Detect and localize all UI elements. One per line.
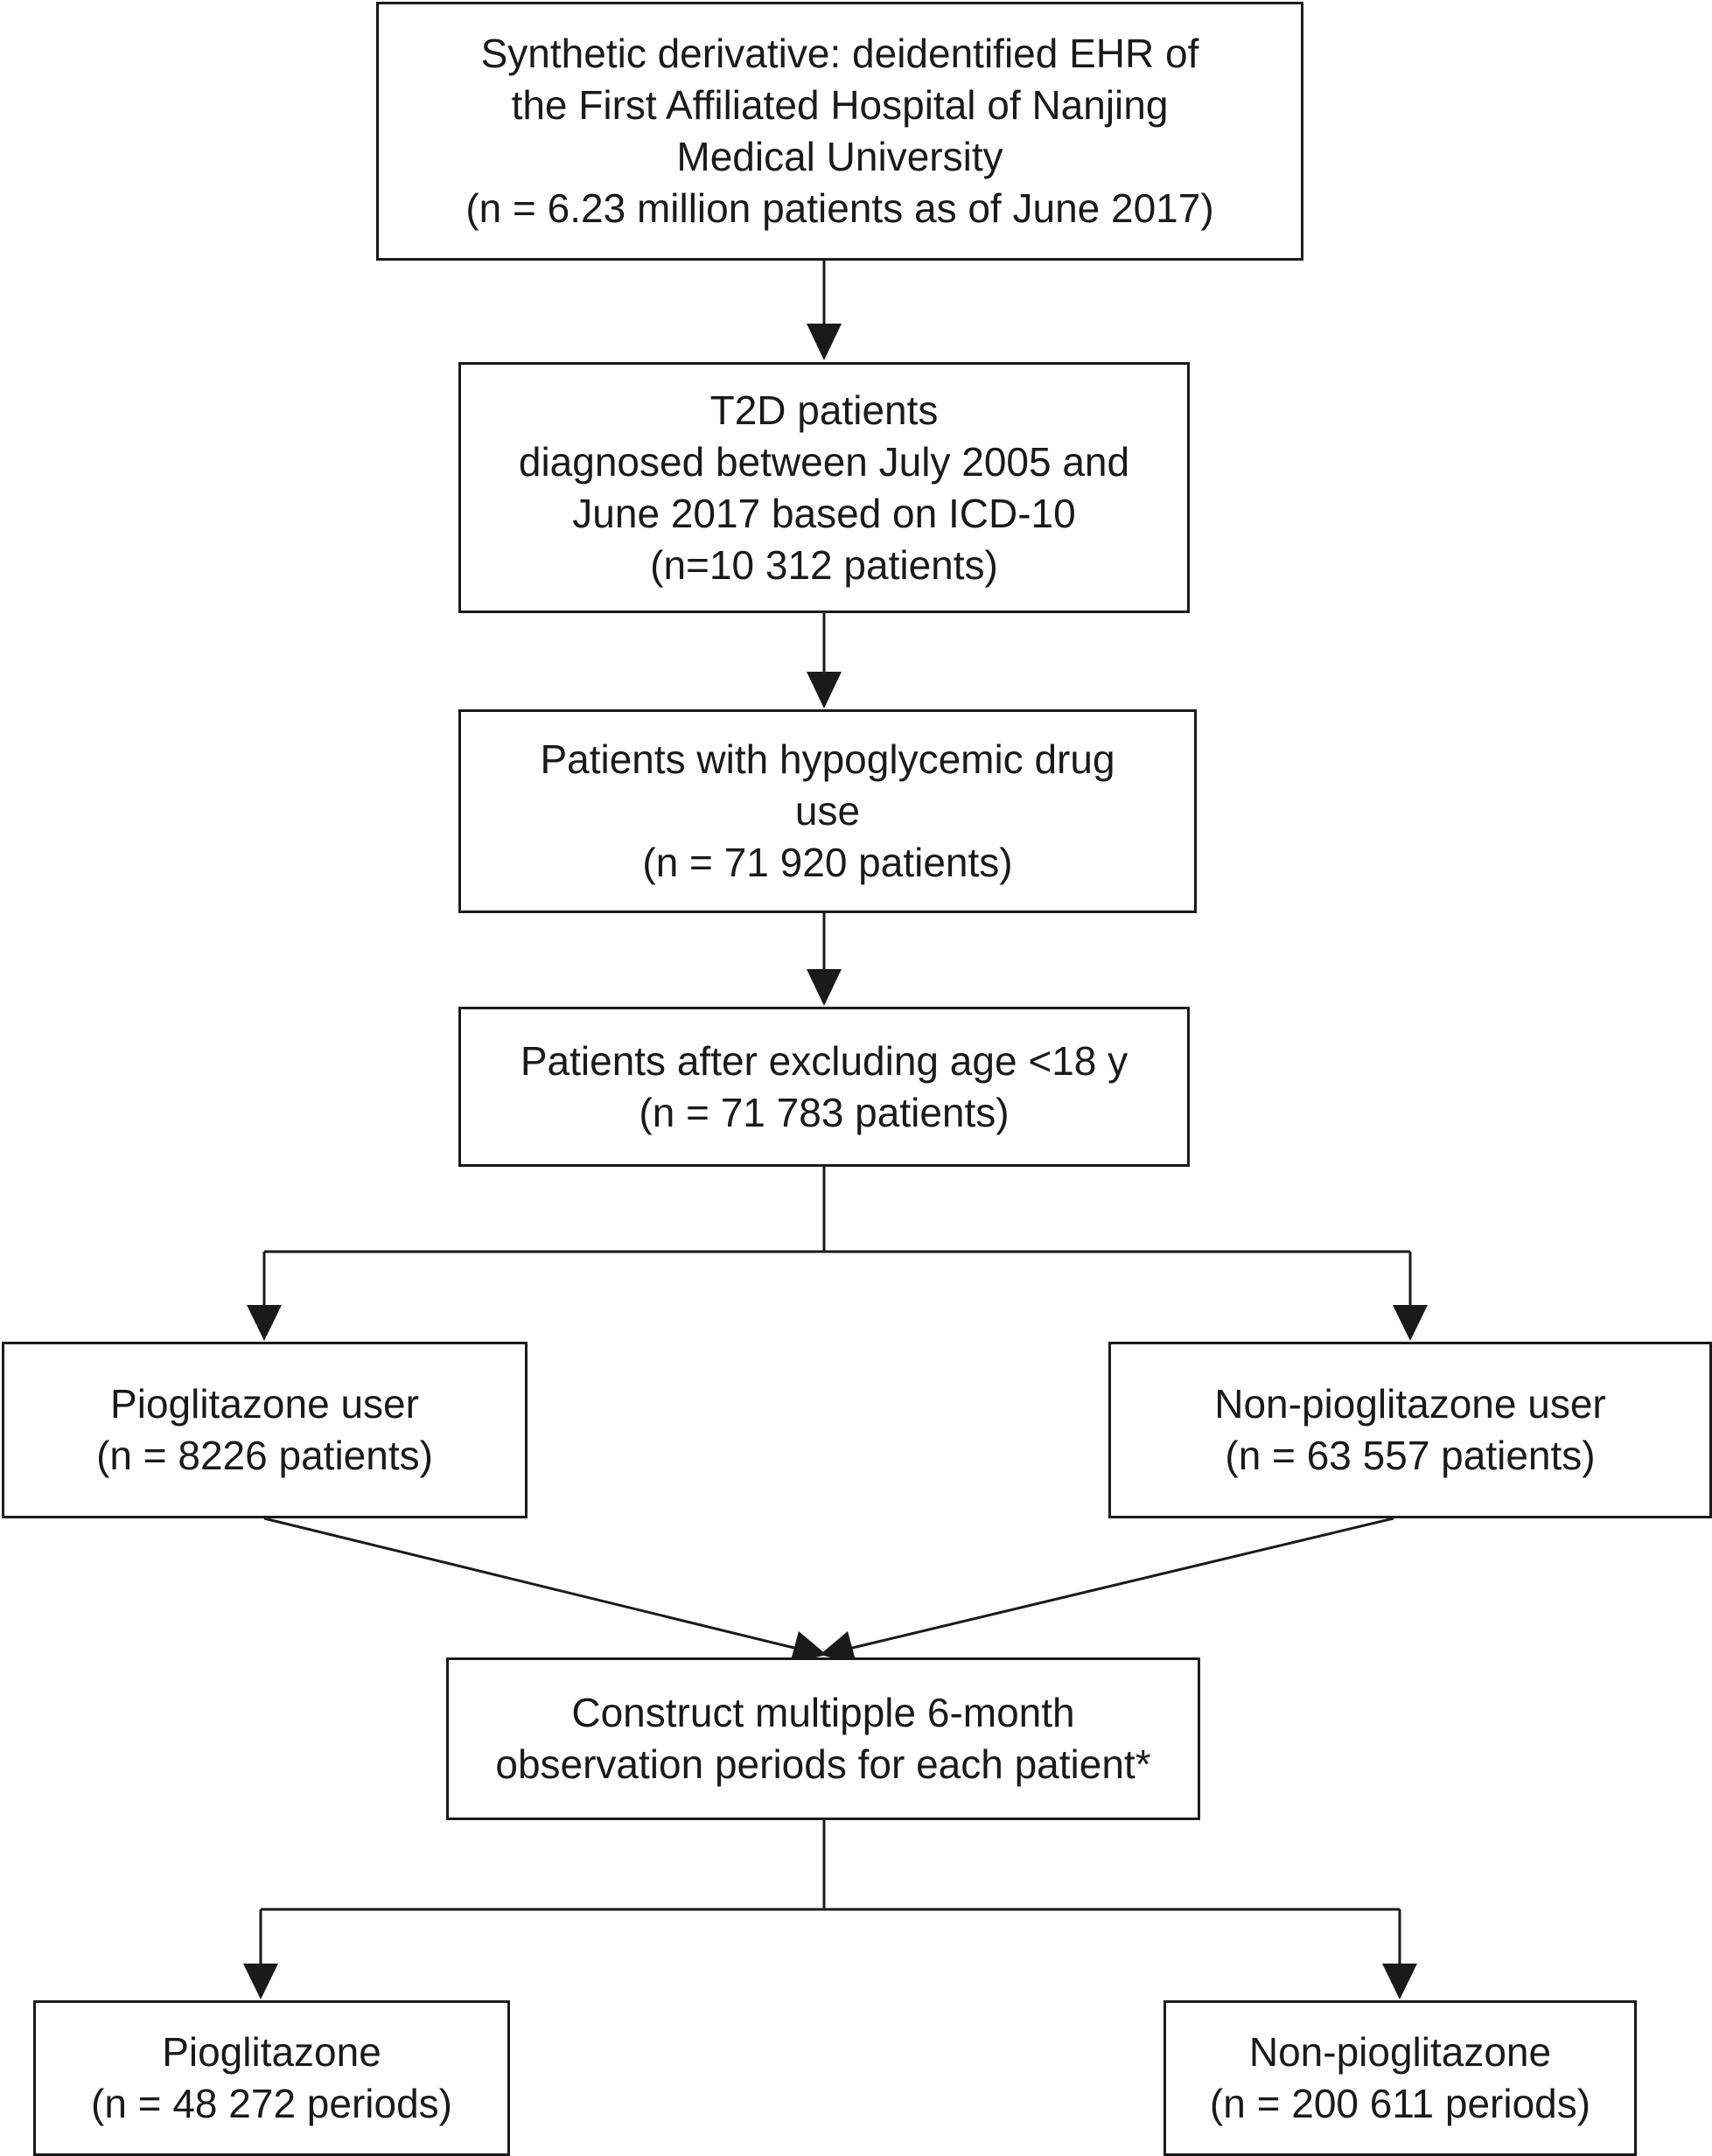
t2d-line-3: June 2017 based on ICD-10	[572, 490, 1076, 536]
arrow-nonpio-to-periods	[841, 1517, 1394, 1652]
pio-user-count: (n = 8226 patients)	[96, 1433, 433, 1478]
arrow-pio-to-periods	[263, 1517, 806, 1652]
nonpio-periods-count: (n = 200 611 periods)	[1209, 2081, 1591, 2126]
drug-line-2: use	[794, 788, 861, 834]
non-pioglitazone-periods-box: Non-pioglitazone (n = 200 611 periods)	[1163, 2000, 1637, 2156]
age-count: (n = 71 783 patients)	[639, 1089, 1010, 1135]
periods-line-1: Construct multipple 6-month	[571, 1690, 1075, 1735]
arrowhead-drug-to-age	[807, 969, 842, 1006]
periods-line-2: observation periods for each patient*	[495, 1741, 1151, 1787]
arrowhead-t2d-to-drug	[807, 672, 842, 708]
pio-user-label: Pioglitazone user	[110, 1381, 419, 1427]
pio-periods-count: (n = 48 272 periods)	[91, 2081, 452, 2126]
age-line-1: Patients after excluding age <18 y	[520, 1037, 1129, 1084]
observation-periods-box: Construct multipple 6-month observation …	[446, 1657, 1200, 1820]
source-line-2: the First Affiliated Hospital of Nanjing	[511, 82, 1169, 128]
t2d-line-2: diagnosed between July 2005 and	[518, 438, 1130, 485]
nonpio-periods-label: Non-pioglitazone	[1248, 2029, 1552, 2075]
arrowhead-nonpio-to-periods	[820, 1631, 856, 1664]
t2d-count: (n=10 312 patients)	[650, 541, 998, 588]
age-exclusion-box: Patients after excluding age <18 y (n = …	[458, 1007, 1190, 1167]
source-count: (n = 6.23 million patients as of June 20…	[465, 185, 1214, 231]
drug-line-1: Patients with hypoglycemic drug	[540, 736, 1115, 782]
arrowhead-source-to-t2d	[807, 324, 842, 360]
source-line-3: Medical University	[676, 134, 1003, 179]
arrowhead-periods-to-nonpio	[1382, 1964, 1417, 1999]
pioglitazone-user-box: Pioglitazone user (n = 8226 patients)	[2, 1342, 528, 1518]
t2d-line-1: T2D patients	[709, 387, 939, 433]
arrowhead-periods-to-pio	[243, 1964, 278, 1999]
source-line-1: Synthetic derivative: deidentified EHR o…	[480, 31, 1199, 76]
pioglitazone-periods-box: Pioglitazone (n = 48 272 periods)	[33, 2000, 510, 2156]
drug-count: (n = 71 920 patients)	[642, 840, 1013, 885]
arrowhead-age-to-pio	[247, 1305, 282, 1341]
arrowhead-age-to-nonpio	[1393, 1305, 1428, 1341]
source-population-box: Synthetic derivative: deidentified EHR o…	[376, 2, 1303, 261]
t2d-patients-box: T2D patients diagnosed between July 2005…	[458, 362, 1190, 613]
drug-use-box: Patients with hypoglycemic drug use (n =…	[458, 709, 1197, 913]
non-pioglitazone-user-box: Non-pioglitazone user (n = 63 557 patien…	[1108, 1342, 1712, 1518]
nonpio-user-count: (n = 63 557 patients)	[1225, 1433, 1596, 1478]
arrowhead-pio-to-periods	[790, 1631, 827, 1664]
pio-periods-label: Pioglitazone	[162, 2029, 381, 2075]
nonpio-user-label: Non-pioglitazone user	[1214, 1381, 1606, 1427]
